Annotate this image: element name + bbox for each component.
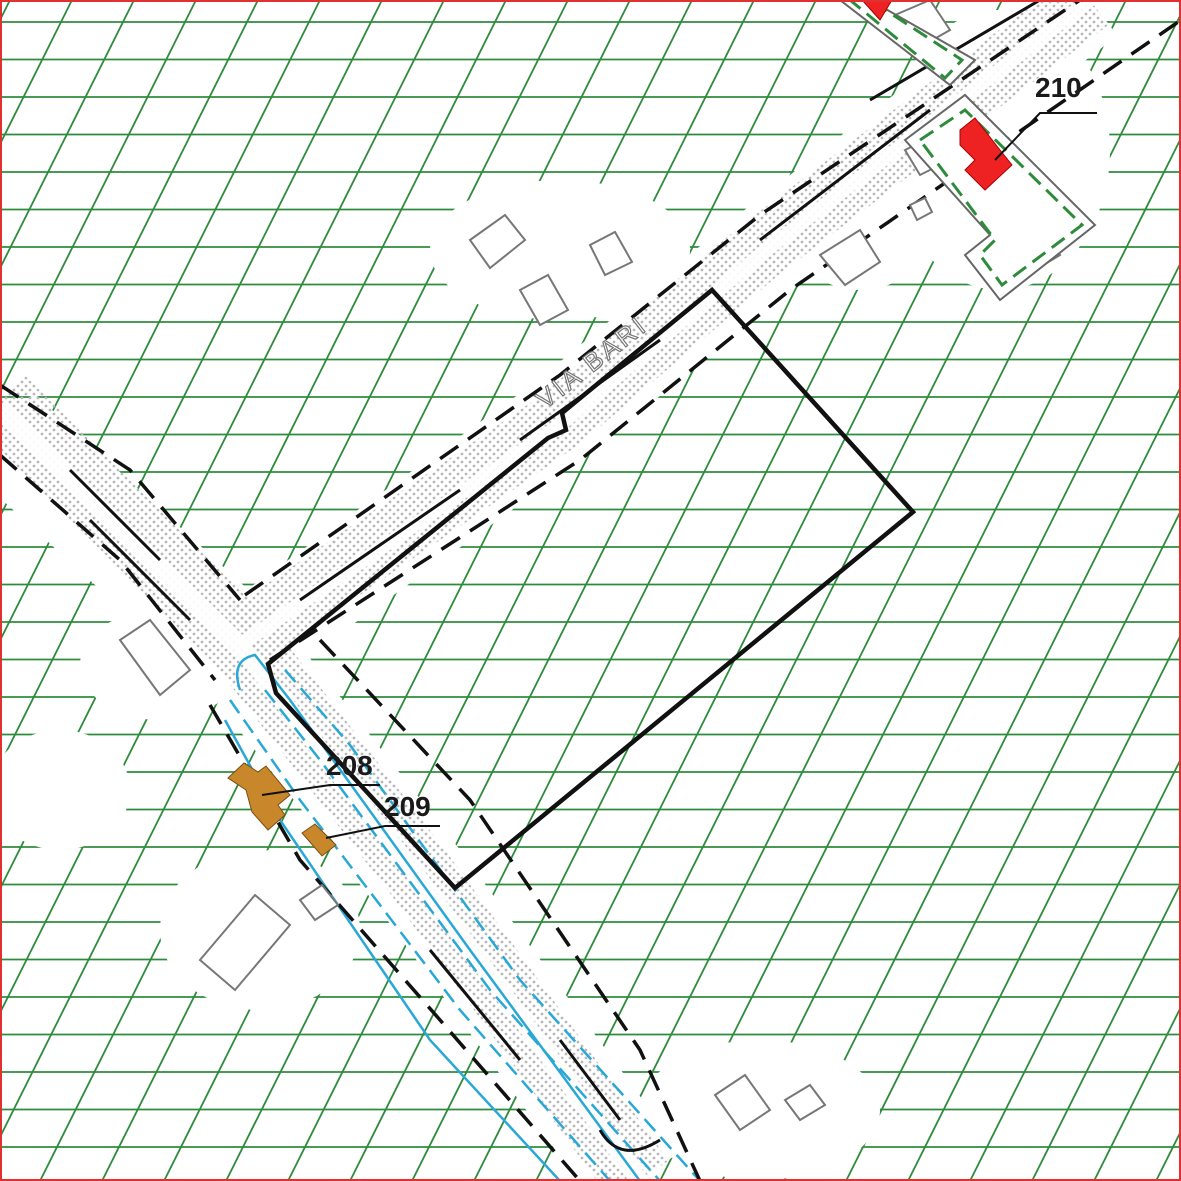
parcel-label-210: 210: [1035, 72, 1082, 103]
hatch-line: [0, 0, 197, 395]
hatch-line: [0, 0, 321, 643]
hatch-line: [907, 632, 1181, 1181]
hatch-line: [0, 0, 135, 271]
parcel-208-building[interactable]: [227, 762, 291, 831]
label-leader-lines: [261, 112, 1097, 839]
hatch-line: [0, 0, 383, 767]
hatch-line: [0, 0, 259, 519]
parcel-209-building[interactable]: [301, 823, 337, 857]
hatch-line: [783, 384, 1181, 1181]
parcel-210-enclosure: [838, 0, 1097, 302]
hatch-line: [659, 136, 1181, 1181]
road-end-arc: [598, 1129, 661, 1152]
parcel-210-buildings[interactable]: [861, 0, 1013, 191]
hatch-line: [969, 756, 1181, 1181]
parcel-label-209: 209: [384, 791, 431, 822]
hatch-line: [845, 508, 1181, 1181]
parcel-label-208: 208: [326, 750, 373, 781]
study-area-boundary[interactable]: [265, 286, 917, 892]
hatch-line: [721, 260, 1181, 1181]
hatch-line: [1031, 880, 1181, 1181]
